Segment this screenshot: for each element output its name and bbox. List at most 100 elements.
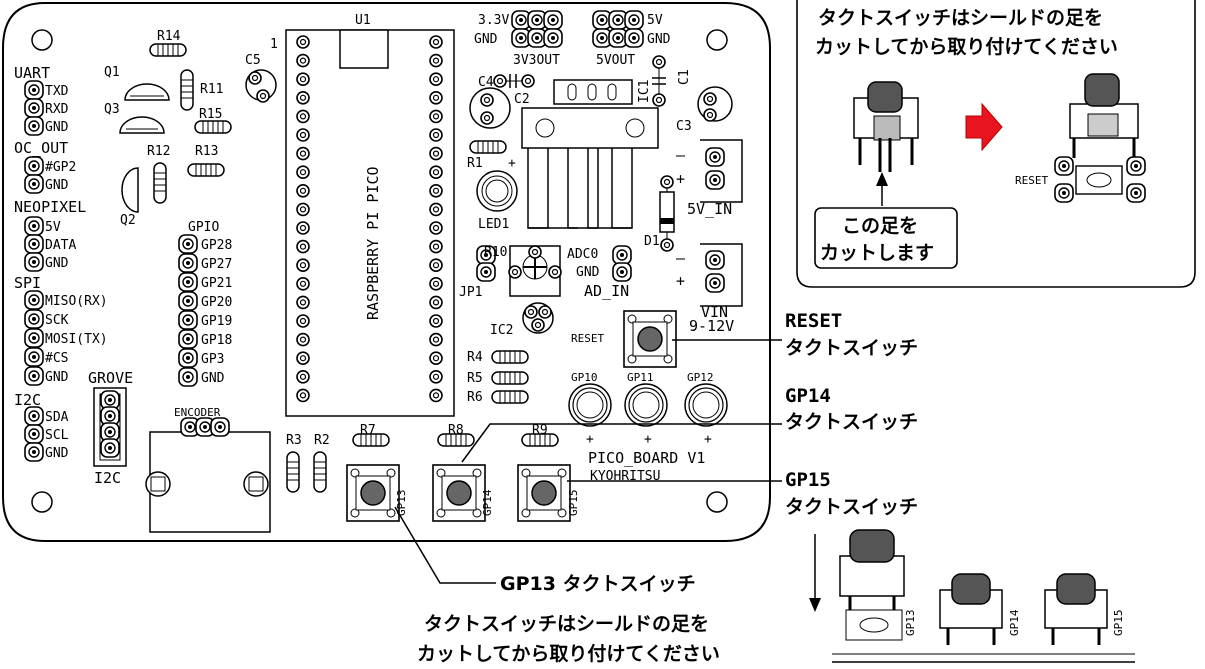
out5-label: 5VOUT [596,53,635,68]
cap-c1 [652,55,666,107]
pico-pin [296,295,310,310]
cap-c4 [493,74,535,88]
uart-pin [24,116,44,136]
pico-label: RASPBERRY PI PICO [364,166,382,320]
pico-pin [429,35,443,49]
pico-pin [429,369,443,384]
v33-label: 3.3V [478,13,509,28]
r3-label: R3 [286,433,302,448]
mount-hole [706,491,728,513]
vin-minus: – [676,249,686,267]
out33-label: 3V3OUT [513,53,560,68]
pico-pin [429,184,443,198]
pico-pin [429,146,443,161]
spi-pin [24,290,44,310]
spi-pin [24,309,44,329]
adc-gnd-label: GND [576,265,600,280]
gpio-pin [178,253,198,273]
led-gp11-label: GP11 [627,371,654,384]
adc0-label: ADC0 [567,247,598,262]
pico-pin [296,72,310,86]
adc-header [612,245,632,282]
installed-switch-gp14: GP14 [939,573,1021,645]
callout-reset-title: RESET [785,310,842,332]
gpio-pin-label: GND [201,371,225,386]
i2c-pin [24,406,44,426]
gpio-pin [178,348,198,368]
r13-label: R13 [195,144,218,159]
pico-pin [429,276,443,291]
led-gp10-label: GP10 [571,371,598,384]
c5-label: C5 [245,53,261,68]
spi-pin [24,347,44,367]
cap-c2 [469,87,511,129]
gpio-pin-label: GP27 [201,257,232,272]
oc_out-pin [24,174,44,194]
gpio-pin-label: GP3 [201,352,224,367]
gpio-pin-label: GP18 [201,333,232,348]
neopixel-pin [24,252,44,272]
inset-switch-before [853,81,919,172]
q1-label: Q1 [104,65,120,80]
mount-hole [31,29,53,51]
board-name: PICO_BOARD V1 [588,449,705,467]
uart-pin [24,80,44,100]
r5-label: R5 [467,371,483,386]
transistor-q3 [119,116,165,134]
jp1-label: JP1 [459,285,482,300]
ic1-label: IC1 [637,80,652,103]
in5-plus: + [676,170,685,188]
spi-pin-label: SCK [45,313,69,328]
pico-pin [429,388,443,403]
pico-pin [296,146,310,161]
spi-pin [24,366,44,386]
q3-label: Q3 [104,102,120,117]
installed-switch-gp15: GP15 [1044,573,1125,645]
grove-connector [93,387,127,467]
c1-label: C1 [677,69,692,85]
pico-pin [296,332,310,347]
r4-label: R4 [467,350,483,365]
pico-pin [296,184,310,198]
uart-pin-label: GND [45,120,69,135]
oc_out-title: OC_OUT [14,139,68,157]
gpio-pin-label: GP19 [201,314,232,329]
i2c-pin-label: SCL [45,428,69,443]
pico-pin [296,276,310,291]
pico-pin [429,165,443,179]
reset-silk: RESET [571,332,604,345]
inset-arrow [965,102,1003,152]
r15-label: R15 [199,107,222,122]
pico-pin [296,351,310,366]
callout-gp15-sub: タクトスイッチ [785,496,918,518]
gnd-a-label: GND [474,32,498,47]
pico-pin [429,72,443,86]
uart-pin-label: TXD [45,84,69,99]
pico-pin [296,165,310,179]
spi-pin-label: MISO(RX) [45,294,108,309]
i2c-title: I2C [14,391,41,409]
neopixel-pin-label: 5V [45,220,61,235]
neopixel-pin-label: GND [45,256,69,271]
installed-gp15-label: GP15 [1112,610,1125,637]
pico-pin [429,332,443,347]
sw-gp13-silk: GP13 [395,490,408,517]
power-header-5 [592,10,644,48]
pot-r10 [508,245,562,297]
inset-cut-2: カットします [820,242,934,264]
bottom-note-2: カットしてから取り付けてください [417,642,720,665]
in5-minus: – [676,146,686,164]
neopixel-title: NEOPIXEL [14,198,86,216]
diode-d1 [659,175,675,252]
pico-pin [429,221,443,235]
cap-c3 [697,86,733,122]
pico-pin [296,35,310,49]
oc_out-pin [24,156,44,176]
gpio-pin-label: GP21 [201,276,232,291]
pico-pin [429,91,443,105]
v5-label: 5V [647,13,663,28]
vin-label: VIN [701,303,728,321]
i2c-pin-label: SDA [45,410,69,425]
encoder [145,417,271,533]
